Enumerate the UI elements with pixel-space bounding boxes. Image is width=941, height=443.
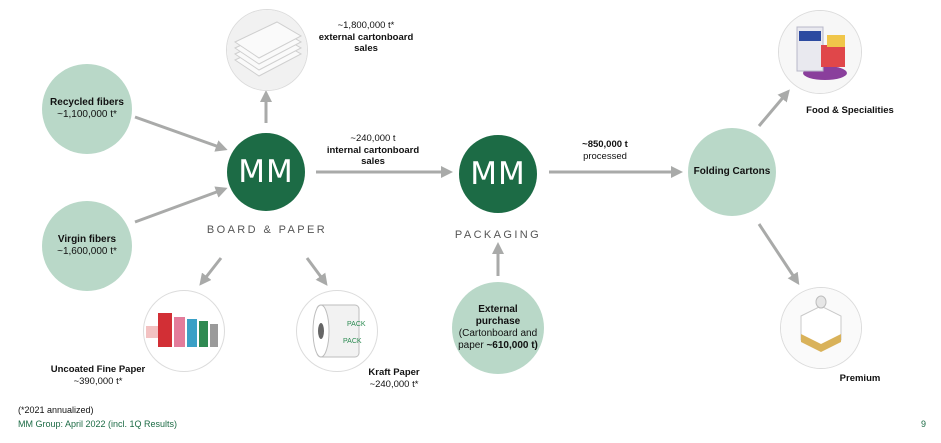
board-paper-label: BOARD & PAPER (206, 224, 328, 236)
label-external-sales: ~1,800,000 t* external cartonboard sales (306, 20, 426, 55)
kraft-value: ~240,000 t* (369, 378, 419, 390)
internal-sales-line1: internal cartonboard (326, 144, 420, 156)
processed-line1: processed (583, 150, 627, 162)
packaging-label: PACKAGING (454, 229, 542, 241)
virgin-value: ~1,600,000 t* (57, 246, 117, 257)
external-purchase-line1: External (478, 304, 518, 315)
mm-logo-text: MM (238, 154, 294, 190)
page-number: 9 (921, 419, 927, 429)
arrow-board-to-uncoated (199, 257, 223, 286)
label-food: Food & Specialities (806, 105, 894, 116)
kraft-title: Kraft Paper (368, 367, 420, 378)
node-recycled-fibers: Recycled fibers ~1,100,000 t* (42, 64, 132, 154)
label-processed: ~850,000 t processed (565, 139, 645, 162)
uncoated-title: Uncoated Fine Paper (50, 364, 146, 375)
paper-roll-icon: PACK PACK (312, 304, 366, 358)
arrow-virgin-to-board (134, 186, 228, 224)
external-sales-value: ~1,800,000 t* (337, 20, 395, 31)
external-purchase-line3: (Cartonboard and (458, 328, 538, 339)
label-internal-sales: ~240,000 t internal cartonboard sales (318, 133, 428, 168)
footnote: (*2021 annualized) (18, 405, 94, 415)
food-packaging-image (778, 10, 862, 94)
cereal-box-icon (779, 11, 861, 93)
label-uncoated: Uncoated Fine Paper ~390,000 t* (38, 364, 158, 387)
processed-value: ~850,000 t (582, 139, 628, 150)
paper-stack-icon (227, 10, 307, 90)
node-folding-cartons: Folding Cartons (688, 128, 776, 216)
external-sales-line1: external cartonboard (318, 31, 414, 43)
arrow-recycled-to-board (134, 115, 228, 152)
internal-sales-line2: sales (361, 156, 385, 167)
node-virgin-fibers: Virgin fibers ~1,600,000 t* (42, 201, 132, 291)
svg-text:PACK: PACK (347, 321, 366, 328)
footer-source: MM Group: April 2022 (incl. 1Q Results) (18, 419, 178, 429)
node-external-purchase: External purchase (Cartonboard and paper… (452, 282, 544, 374)
external-sales-line2: sales (354, 43, 378, 54)
uncoated-value: ~390,000 t* (73, 375, 123, 387)
cartonboard-stack-image (226, 9, 308, 91)
uncoated-paper-image (143, 290, 225, 372)
label-kraft: Kraft Paper ~240,000 t* (354, 367, 434, 390)
logo-mm-packaging: MM (459, 135, 537, 213)
virgin-title: Virgin fibers (57, 234, 117, 245)
paper-reams-icon (146, 313, 218, 347)
recycled-value: ~1,100,000 t* (57, 109, 117, 120)
arrow-folding-to-food (757, 89, 790, 127)
external-purchase-value: ~610,000 t) (486, 340, 538, 351)
svg-text:PACK: PACK (343, 338, 362, 345)
kraft-paper-image: PACK PACK (296, 290, 378, 372)
mm-logo-text-packaging: MM (470, 156, 526, 192)
external-purchase-line4: paper ~610,000 t) (458, 340, 538, 352)
folding-cartons-title: Folding Cartons (693, 166, 771, 177)
recycled-title: Recycled fibers (50, 97, 124, 108)
arrow-board-to-kraft (305, 257, 328, 286)
premium-packaging-image (780, 287, 862, 369)
logo-mm-board-paper: MM (227, 133, 305, 211)
label-premium: Premium (839, 373, 881, 384)
premium-box-icon (781, 288, 861, 368)
arrow-folding-to-premium (757, 223, 800, 286)
external-purchase-line2: purchase (475, 316, 521, 327)
external-purchase-prefix: paper (458, 340, 487, 351)
internal-sales-value: ~240,000 t (350, 133, 396, 144)
